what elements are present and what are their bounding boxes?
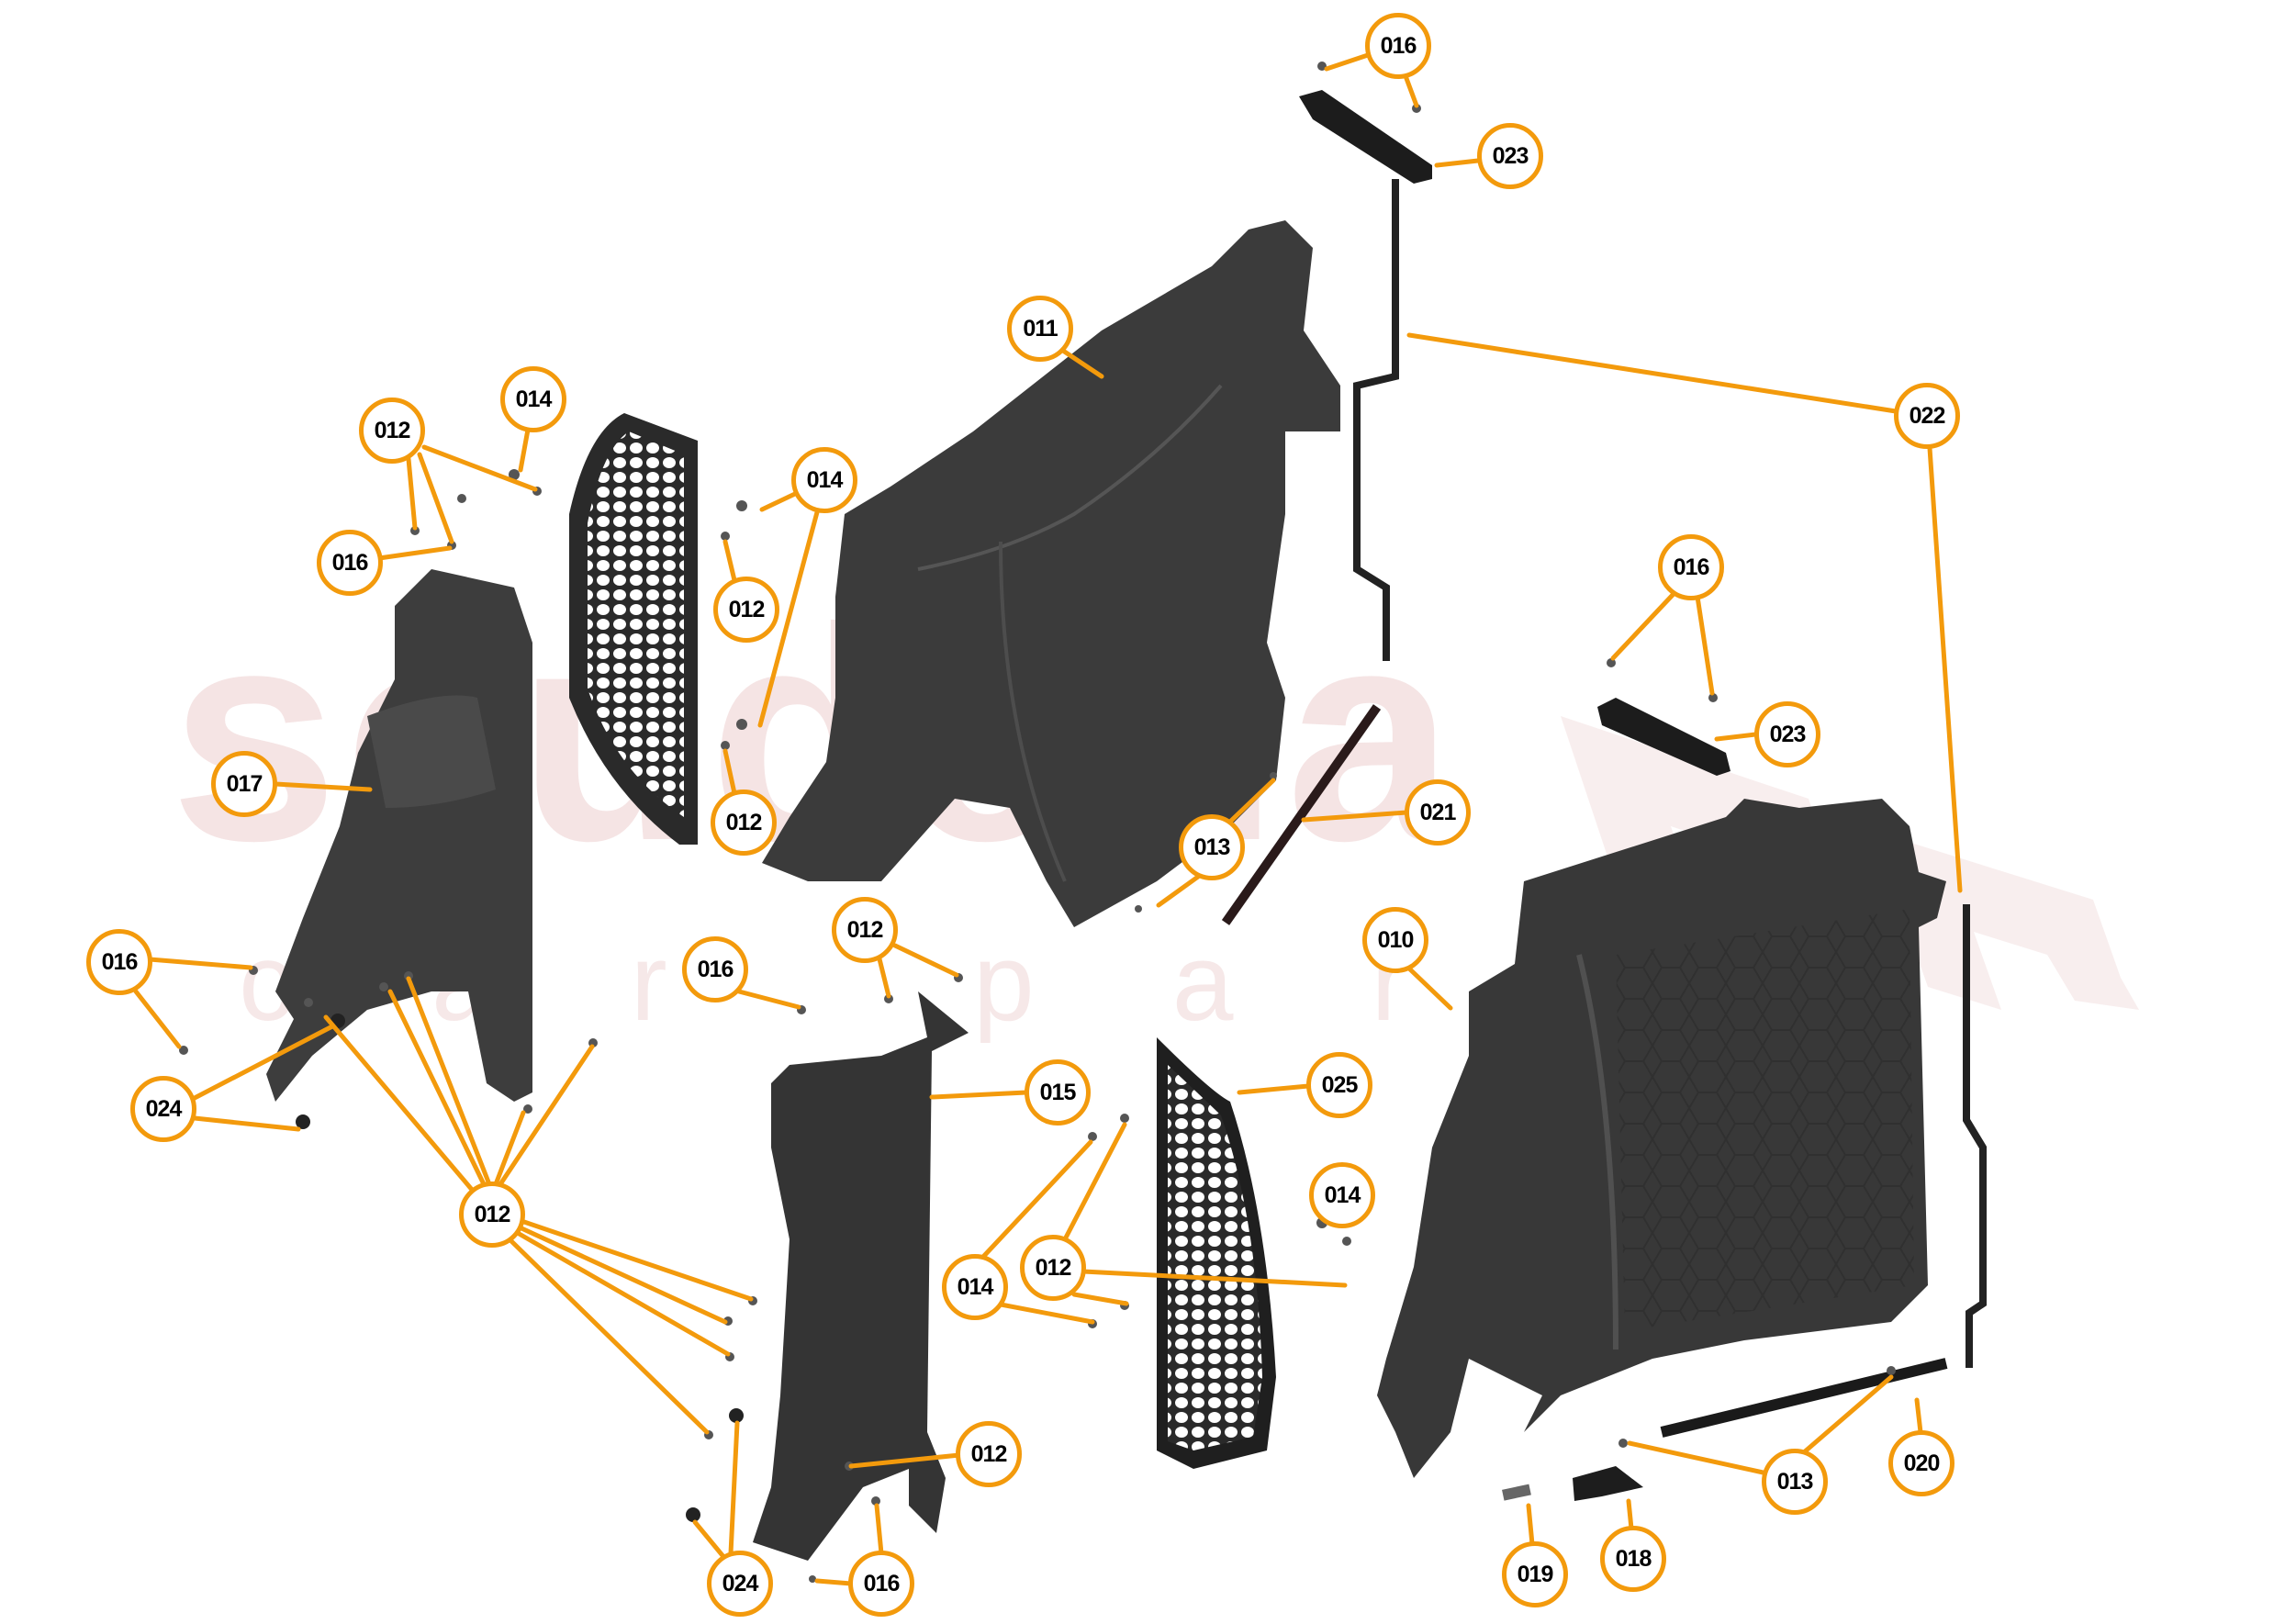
part-022-rod-upper	[1353, 179, 1399, 661]
part-015-column	[753, 991, 969, 1561]
part-019-insert	[1502, 1484, 1531, 1501]
callout-023[interactable]: 023	[1754, 701, 1820, 767]
callout-014[interactable]: 014	[942, 1254, 1008, 1320]
callout-014[interactable]: 014	[500, 366, 566, 432]
callout-014[interactable]: 014	[791, 447, 857, 513]
callout-012[interactable]: 012	[1020, 1235, 1086, 1301]
fasteners	[179, 62, 1896, 1583]
callout-024[interactable]: 024	[130, 1076, 196, 1142]
callout-016[interactable]: 016	[682, 936, 748, 1002]
callout-010[interactable]: 010	[1362, 907, 1428, 973]
callout-013[interactable]: 013	[1179, 814, 1245, 880]
leader-lines	[133, 52, 1963, 1586]
callout-014[interactable]: 014	[1309, 1162, 1375, 1228]
callout-016[interactable]: 016	[1658, 534, 1724, 600]
part-018-clip	[1573, 1466, 1643, 1501]
callout-016[interactable]: 016	[848, 1551, 914, 1617]
callout-016[interactable]: 016	[1365, 13, 1431, 79]
part-023-bracket-lower	[1597, 698, 1730, 776]
callout-013[interactable]: 013	[1762, 1449, 1828, 1515]
callout-016[interactable]: 016	[317, 530, 383, 596]
callout-012[interactable]: 012	[711, 790, 777, 856]
part-mesh-upper	[569, 413, 698, 845]
part-025-mesh	[1157, 1037, 1276, 1469]
callout-020[interactable]: 020	[1888, 1430, 1954, 1496]
callout-019[interactable]: 019	[1502, 1541, 1568, 1607]
part-011-duct	[762, 220, 1340, 927]
callout-012[interactable]: 012	[832, 897, 898, 963]
callout-015[interactable]: 015	[1025, 1059, 1091, 1126]
callout-012[interactable]: 012	[956, 1421, 1022, 1487]
callout-016[interactable]: 016	[86, 929, 152, 995]
callout-021[interactable]: 021	[1405, 779, 1471, 846]
part-021-strip	[1221, 704, 1382, 925]
callout-025[interactable]: 025	[1306, 1052, 1372, 1118]
callout-024[interactable]: 024	[707, 1551, 773, 1617]
callout-023[interactable]: 023	[1477, 123, 1543, 189]
part-022-rod-right	[1963, 904, 1987, 1368]
callout-011[interactable]: 011	[1007, 296, 1073, 362]
part-020-strip	[1660, 1358, 1948, 1438]
part-017-panel	[266, 569, 532, 1102]
callout-012[interactable]: 012	[713, 577, 779, 643]
callout-017[interactable]: 017	[211, 751, 277, 817]
callout-012[interactable]: 012	[359, 398, 425, 464]
callout-012[interactable]: 012	[459, 1182, 525, 1248]
callout-022[interactable]: 022	[1894, 383, 1960, 449]
part-023-bracket-upper	[1299, 90, 1432, 184]
callout-018[interactable]: 018	[1600, 1526, 1666, 1592]
